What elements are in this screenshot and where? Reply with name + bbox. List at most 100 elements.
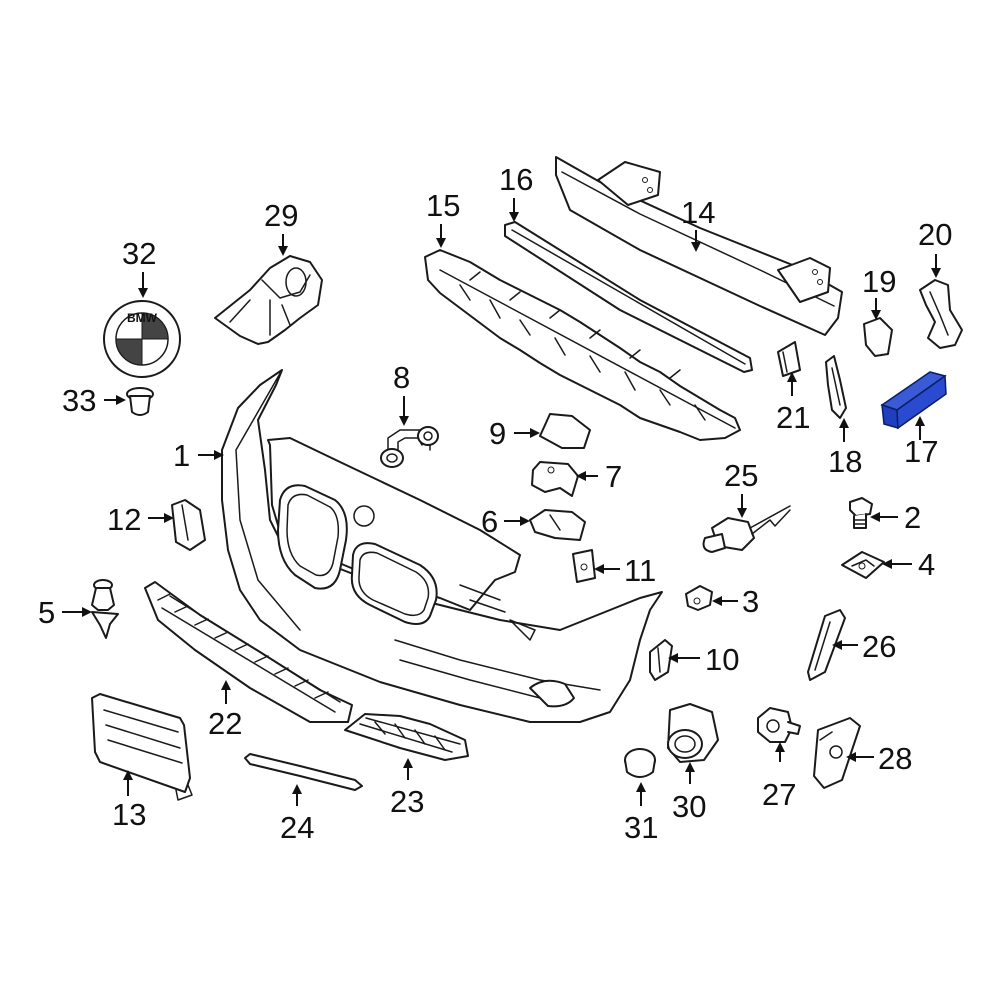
part-11-clip[interactable]: [572, 549, 596, 583]
callout-label: 25: [724, 458, 758, 493]
callout-label: 8: [393, 360, 410, 395]
part-12-bracket[interactable]: [171, 499, 206, 551]
callout-label: 28: [878, 741, 912, 776]
callout-19: 19: [862, 264, 896, 320]
callout-14: 14: [681, 195, 715, 252]
callout-21: 21: [776, 372, 810, 435]
callout-label: 26: [862, 629, 896, 664]
part-5-push-rivet[interactable]: [91, 579, 119, 639]
part-21-clip[interactable]: [777, 341, 801, 377]
part-4-nut-clip[interactable]: [841, 551, 885, 579]
part-20-side-bracket[interactable]: [919, 279, 963, 349]
part-10-trim-piece[interactable]: [649, 639, 673, 681]
callout-22: 22: [208, 680, 242, 741]
callout-30: 30: [672, 762, 706, 824]
part-8-bracket[interactable]: [380, 426, 439, 468]
callout-label: 20: [918, 217, 952, 252]
callout-label: 19: [862, 264, 896, 299]
callout-33: 33: [62, 383, 126, 418]
callout-5: 5: [38, 595, 92, 630]
part-29-air-duct[interactable]: [214, 255, 323, 345]
callout-3: 3: [712, 584, 759, 619]
callout-12: 12: [107, 502, 174, 537]
callout-26: 26: [832, 629, 896, 664]
callout-label: 4: [918, 547, 935, 582]
emblem-logo-text: BMW: [127, 311, 158, 325]
part-22-lower-grille[interactable]: [144, 581, 353, 723]
callout-label: 30: [672, 789, 706, 824]
callout-label: 13: [112, 797, 146, 832]
callout-1: 1: [173, 438, 224, 473]
callout-20: 20: [918, 217, 952, 278]
callout-9: 9: [489, 416, 540, 451]
part-2-bolt[interactable]: [849, 497, 873, 529]
callout-label: 11: [624, 553, 656, 588]
part-32-emblem[interactable]: BMW: [103, 300, 181, 378]
part-3-clip[interactable]: [685, 585, 713, 611]
callout-label: 2: [904, 500, 921, 535]
parts: BMW: [91, 156, 963, 801]
part-6-bracket[interactable]: [529, 509, 586, 541]
callout-13: 13: [112, 770, 146, 832]
part-28-side-marker[interactable]: [813, 717, 861, 789]
callout-label: 23: [390, 784, 424, 819]
part-1-bumper-cover[interactable]: [221, 369, 663, 723]
callout-label: 10: [705, 642, 739, 677]
part-9-cap[interactable]: [539, 413, 591, 449]
callout-label: 29: [264, 198, 298, 233]
callout-label: 18: [828, 444, 862, 479]
callout-18: 18: [828, 418, 862, 479]
callout-29: 29: [264, 198, 298, 256]
part-19-clip[interactable]: [863, 317, 893, 357]
part-15-absorber[interactable]: [424, 249, 741, 441]
callout-2: 2: [870, 500, 921, 535]
callout-28: 28: [846, 741, 912, 776]
callout-label: 17: [904, 434, 938, 469]
callout-label: 14: [681, 195, 715, 230]
callout-8: 8: [393, 360, 410, 426]
callout-label: 33: [62, 383, 96, 418]
callout-24: 24: [280, 784, 314, 845]
part-24-trim-strip[interactable]: [244, 753, 363, 791]
callout-23: 23: [390, 758, 424, 819]
callout-label: 31: [624, 810, 658, 845]
callout-17: 17: [904, 416, 938, 469]
callout-label: 24: [280, 810, 314, 845]
part-18-bracket-rail[interactable]: [825, 355, 847, 419]
callout-label: 12: [107, 502, 141, 537]
callout-label: 27: [762, 777, 796, 812]
callout-31: 31: [624, 782, 658, 845]
part-30-pdc-sensor[interactable]: [667, 703, 719, 763]
part-26-reflector[interactable]: [807, 609, 846, 681]
callouts: 1 2 3 4 5 6 7: [38, 162, 952, 845]
part-7-bracket[interactable]: [531, 461, 579, 497]
callout-25: 25: [724, 458, 758, 518]
callout-16: 16: [499, 162, 533, 222]
part-27-connector[interactable]: [757, 707, 801, 743]
callout-10: 10: [668, 642, 739, 677]
part-17-highlighted-block[interactable]: [880, 371, 947, 430]
callout-label: 5: [38, 595, 55, 630]
callout-label: 6: [481, 504, 498, 539]
callout-32: 32: [122, 236, 156, 298]
part-16-strip[interactable]: [504, 221, 753, 373]
callout-label: 15: [426, 188, 460, 223]
callout-7: 7: [576, 459, 622, 494]
callout-label: 22: [208, 706, 242, 741]
callout-label: 1: [173, 438, 190, 473]
callout-label: 21: [776, 400, 810, 435]
part-13-license-bracket[interactable]: [91, 693, 193, 801]
callout-4: 4: [882, 547, 935, 582]
callout-label: 7: [605, 459, 622, 494]
callout-11: 11: [594, 553, 656, 588]
part-31-sensor-ring[interactable]: [624, 748, 656, 778]
part-25-sensor[interactable]: [702, 505, 791, 553]
callout-6: 6: [481, 504, 530, 539]
callout-27: 27: [762, 742, 796, 812]
part-33-grommet[interactable]: [126, 387, 154, 416]
callout-label: 9: [489, 416, 506, 451]
callout-label: 32: [122, 236, 156, 271]
callout-15: 15: [426, 188, 460, 248]
part-23-side-grille[interactable]: [344, 713, 469, 761]
